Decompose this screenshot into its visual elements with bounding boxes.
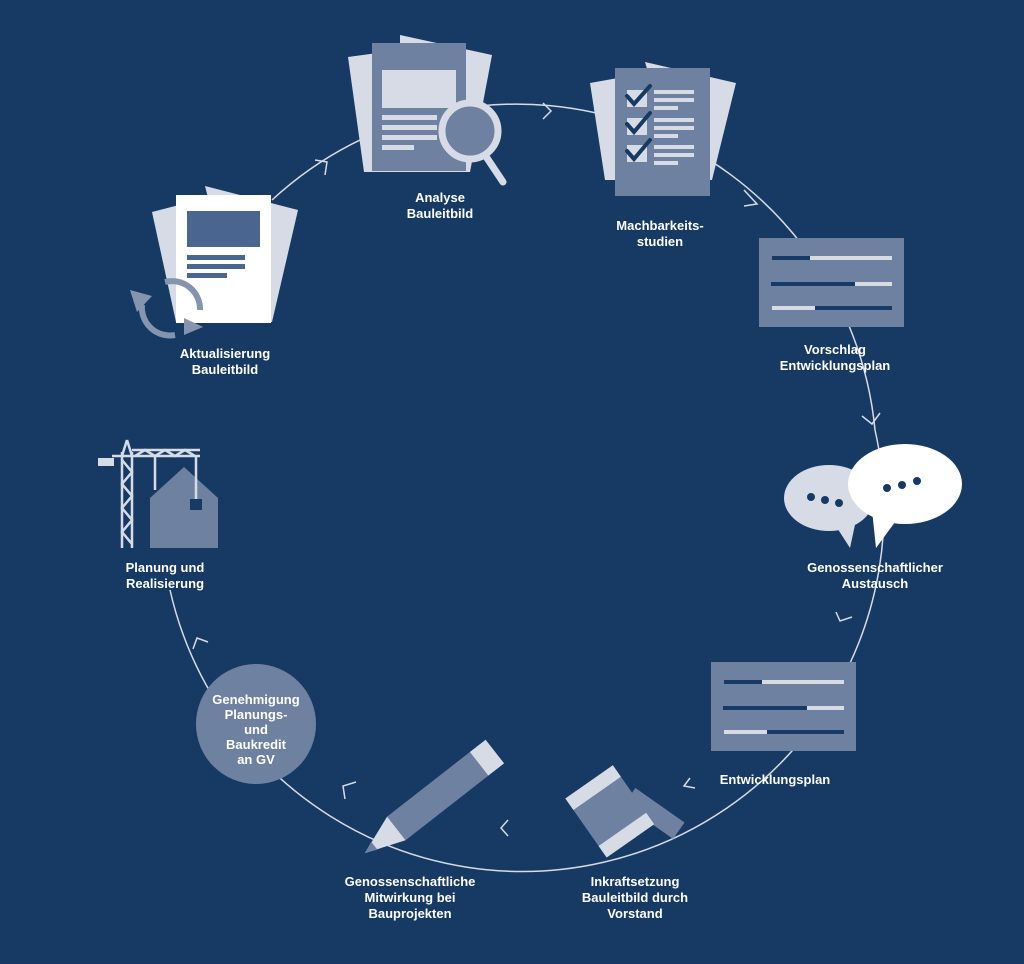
document-magnifier-icon (348, 35, 507, 186)
crane-house-icon (98, 439, 218, 548)
step-label-entwicklungsplan: Entwicklungsplan (719, 772, 831, 787)
step-label-analyse: Analyse Bauleitbild (406, 190, 474, 221)
cycle-arrows (192, 102, 881, 837)
step-label-inkraft: Inkraftsetzung Bauleitbild durch Vorstan… (581, 874, 689, 921)
step-label-austausch: Genossenschaftlicher Austausch (807, 560, 943, 591)
gavel-icon (565, 765, 685, 858)
arrow-icon (314, 159, 328, 176)
step-label-machbarkeit: Machbarkeits- studien (616, 218, 704, 249)
step-label-vorschlag: Vorschlag Entwicklungsplan (779, 342, 891, 373)
checklist-icon (590, 62, 736, 196)
arrow-icon (682, 777, 696, 789)
step-label-mitwirkung: Genossenschaftliche Mitwirkung bei Baupr… (344, 874, 476, 921)
arrow-icon (835, 611, 853, 622)
speech-bubbles-icon (784, 444, 962, 548)
plan-sliders-icon (759, 238, 904, 327)
arrow-icon (542, 102, 553, 120)
pencil-icon (364, 739, 505, 854)
approval-badge (196, 664, 316, 784)
arrow-icon (192, 637, 209, 650)
step-label-genehmigung: Genehmigung Planungs- und Baukredit an G… (212, 692, 300, 767)
arrow-icon (342, 781, 357, 800)
arrow-icon (500, 819, 509, 837)
document-refresh-icon (130, 186, 298, 339)
step-label-planung: Planung und Realisierung (125, 560, 205, 591)
cycle-arc-right (169, 429, 885, 873)
arrow-icon (861, 412, 881, 426)
plan-sliders-icon (711, 662, 856, 751)
step-label-aktualisierung: Aktualisierung Bauleitbild (179, 346, 271, 377)
arrow-icon (743, 189, 759, 207)
